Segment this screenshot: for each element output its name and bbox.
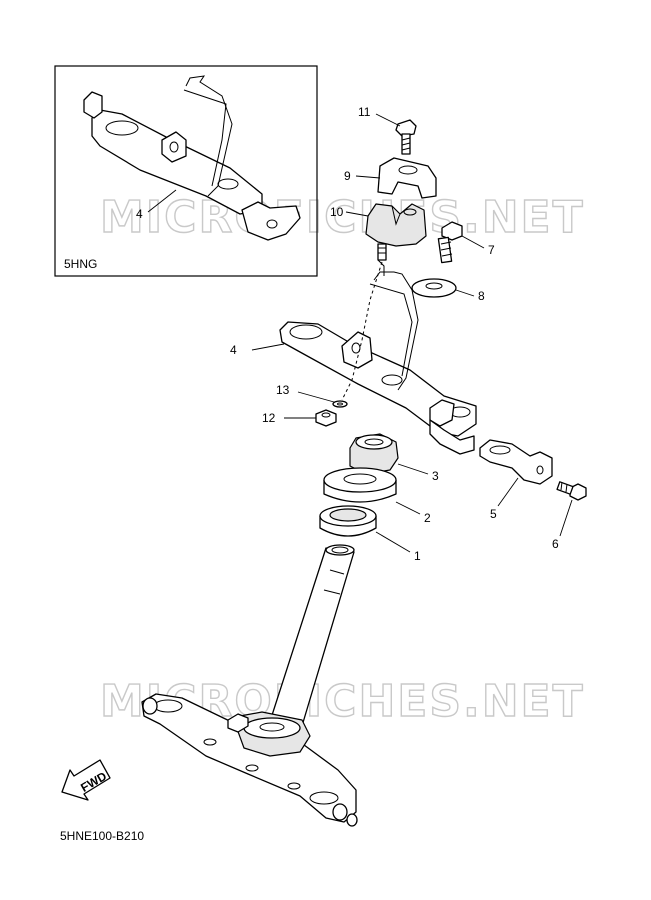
callout-12: 12	[262, 411, 276, 425]
part-8-washer	[411, 278, 457, 298]
part-1-bearing	[319, 505, 377, 537]
callout-5: 5	[490, 507, 497, 521]
callout-7: 7	[488, 243, 495, 257]
part-4-upper-bracket	[279, 259, 477, 455]
part-5-bracket	[479, 439, 553, 485]
callout-11: 11	[358, 105, 371, 119]
callout-1: 1	[414, 549, 421, 563]
inset-callout-4: 4	[136, 207, 143, 221]
part-2-dust-seal	[323, 467, 397, 503]
callout-2: 2	[424, 511, 431, 525]
part-10-lower-holder	[365, 203, 427, 261]
inset-box: 4 5HNG	[54, 65, 318, 277]
steering-stem-under-bracket	[141, 544, 358, 827]
part-12-nut	[315, 409, 337, 427]
inset-label: 5HNG	[64, 257, 97, 271]
diagram-code: 5HNE100-B210	[60, 829, 144, 843]
inset-upper-bracket	[83, 75, 301, 241]
callout-4: 4	[230, 343, 237, 357]
part-7-bolt	[437, 221, 463, 264]
part-6-bolt	[556, 481, 587, 501]
watermark-top: MICROFICHES.NET	[100, 192, 585, 243]
part-9-upper-holder	[377, 157, 437, 199]
callout-13: 13	[276, 383, 290, 397]
fwd-arrow-icon: FWD	[61, 759, 111, 801]
callout-9: 9	[344, 169, 351, 183]
part-11-bolt	[395, 119, 417, 155]
callout-6: 6	[552, 537, 559, 551]
callout-3: 3	[432, 469, 439, 483]
callout-10: 10	[330, 205, 344, 219]
part-13-washer	[332, 400, 348, 408]
callout-8: 8	[478, 289, 485, 303]
